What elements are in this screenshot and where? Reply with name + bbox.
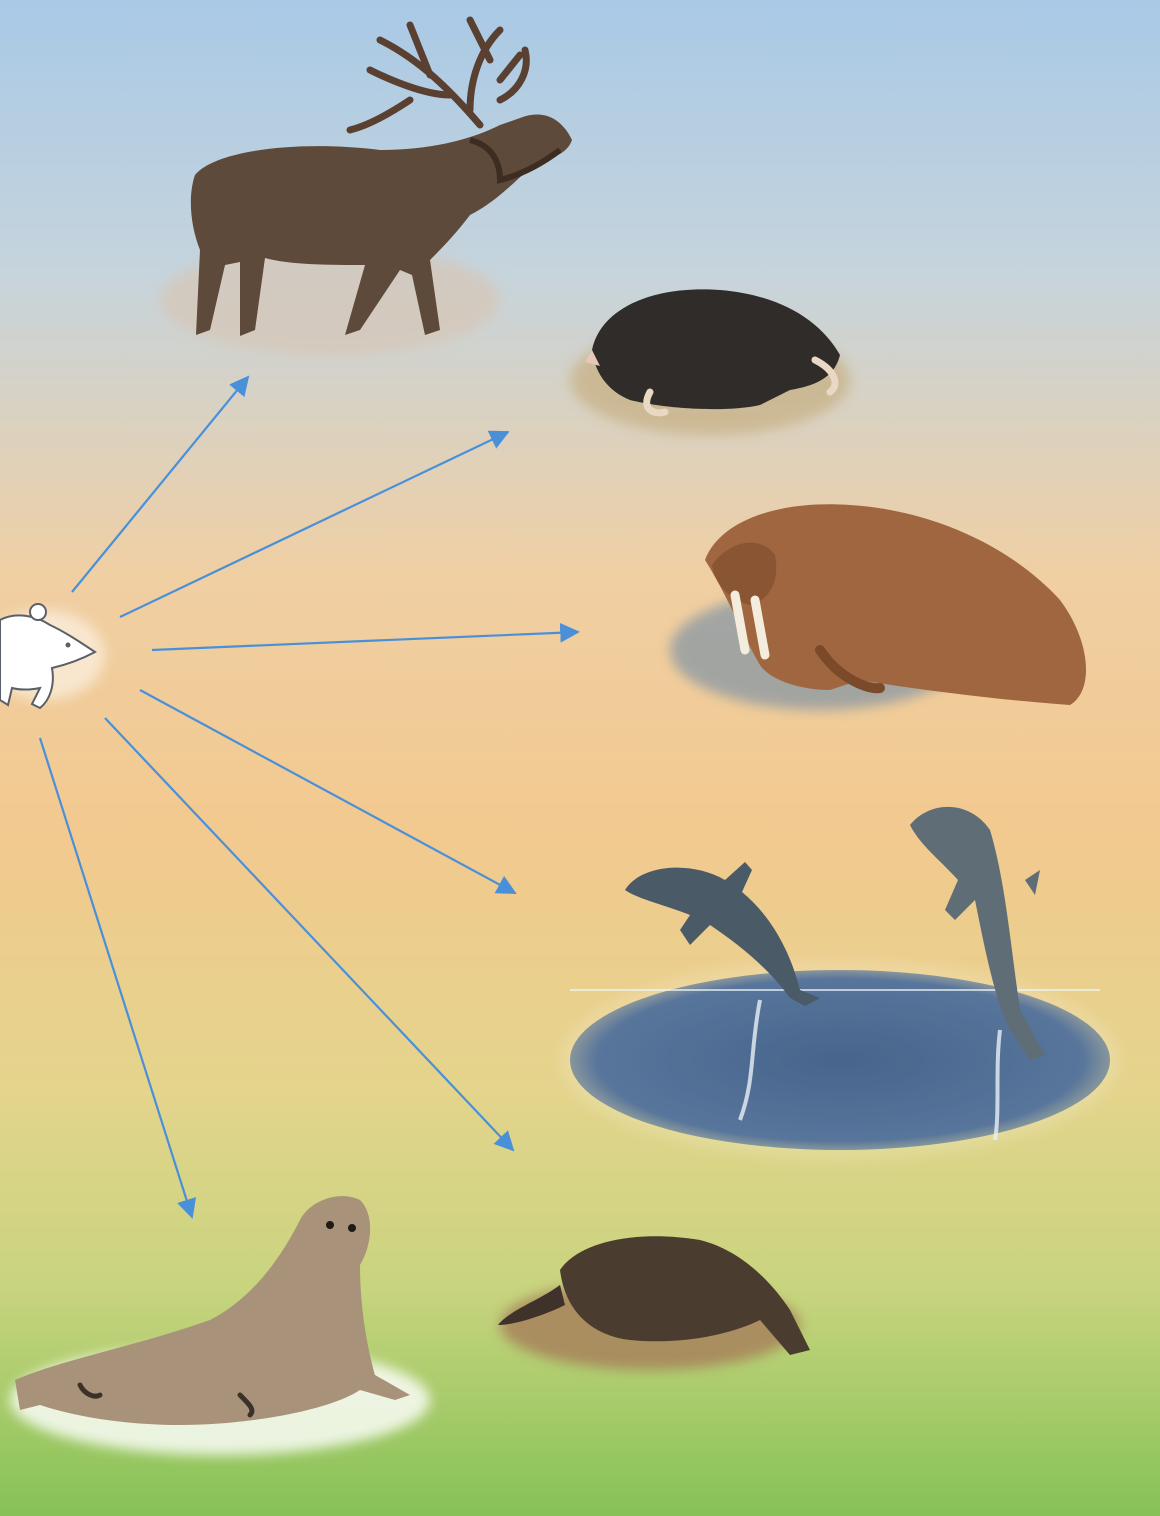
diagram-canvas <box>0 0 1160 1516</box>
radiation-diagram <box>0 0 1160 1516</box>
